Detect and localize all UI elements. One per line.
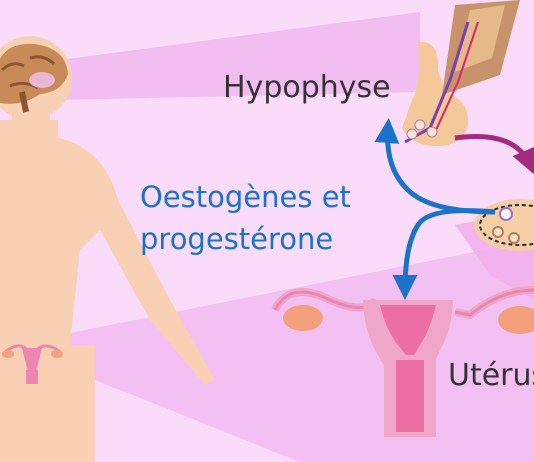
- mini-uterus-in-body: [2, 344, 63, 384]
- hormone-arrow-to-uterus: [392, 208, 496, 300]
- brain-projection-beam: [60, 12, 420, 100]
- uterus-label: Utérus: [448, 358, 534, 393]
- pituitary-to-ovary-arrow: [454, 134, 534, 175]
- brain: [0, 43, 68, 113]
- hormones-label-line1: Oestogènes et: [140, 180, 351, 214]
- uterus: [271, 286, 534, 437]
- pituitary-label: Hypophyse: [223, 70, 391, 105]
- pituitary-gland: [402, 0, 520, 147]
- hormones-label: Oestogènes et progestérone: [140, 176, 351, 260]
- pelvis-projection-beam: [20, 240, 534, 462]
- human-body-silhouette: [0, 36, 215, 462]
- hormones-label-line2: progestérone: [140, 222, 334, 256]
